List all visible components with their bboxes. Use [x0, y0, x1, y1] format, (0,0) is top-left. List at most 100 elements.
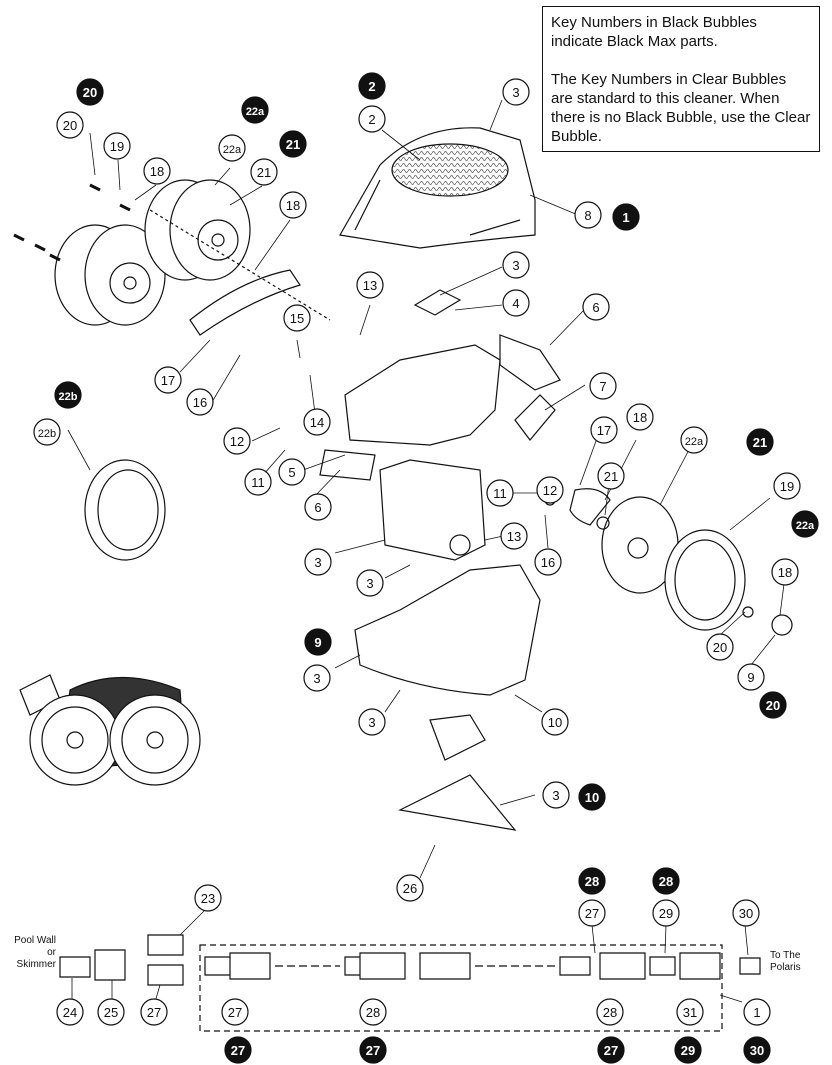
bubble-label: 3 [512, 258, 519, 273]
clear-bubble-2: 18 [143, 157, 171, 185]
bubble-label: 10 [585, 790, 599, 805]
black-bubble-0: 20 [76, 78, 104, 106]
bubble-label: 1 [622, 210, 629, 225]
bubble-label: 27 [228, 1005, 242, 1020]
clear-bubble-40: 3 [542, 781, 570, 809]
clear-bubble-22: 7 [589, 372, 617, 400]
left-wheels [13, 179, 331, 336]
black-bubble-16: 29 [674, 1036, 702, 1064]
black-bubble-12: 28 [652, 867, 680, 895]
clear-bubble-5: 18 [279, 191, 307, 219]
clear-bubble-38: 3 [358, 708, 386, 736]
bubble-label: 18 [778, 565, 792, 580]
clear-bubble-43: 24 [56, 998, 84, 1026]
bubble-label: 3 [512, 85, 519, 100]
bubble-label: 27 [585, 906, 599, 921]
clear-bubble-7: 17 [154, 366, 182, 394]
clear-bubble-3: 22a [218, 134, 246, 162]
clear-bubble-39: 10 [541, 708, 569, 736]
clear-bubble-18: 6 [582, 293, 610, 321]
clear-bubble-27: 11 [486, 479, 514, 507]
bubble-label: 23 [201, 891, 215, 906]
pool-wall-label: Pool Wall or Skimmer [14, 935, 56, 970]
black-bubble-5: 1 [612, 203, 640, 231]
bubble-label: 27 [147, 1005, 161, 1020]
bubble-label: 7 [599, 379, 606, 394]
clear-bubble-51: 31 [676, 998, 704, 1026]
bubble-label: 18 [633, 410, 647, 425]
top-shell [339, 127, 536, 249]
black-bubble-15: 27 [597, 1036, 625, 1064]
bubble-label: 5 [288, 465, 295, 480]
clear-bubble-11: 14 [303, 408, 331, 436]
clear-bubble-42: 23 [194, 884, 222, 912]
to-polaris-label: To The Polaris [770, 950, 801, 973]
bubble-label: 3 [366, 576, 373, 591]
hose-assembly [59, 934, 761, 1032]
bubble-label: 27 [604, 1043, 618, 1058]
bubble-label: 17 [597, 423, 611, 438]
bubble-label: 26 [403, 881, 417, 896]
clear-bubble-36: 9 [737, 663, 765, 691]
clear-bubble-15: 3 [502, 78, 530, 106]
clear-bubble-25: 13 [500, 522, 528, 550]
bubble-label: 30 [750, 1043, 764, 1058]
black-bubble-10: 10 [578, 783, 606, 811]
clear-bubble-12: 15 [283, 304, 311, 332]
bubble-label: 13 [507, 529, 521, 544]
clear-bubble-13: 13 [356, 271, 384, 299]
clear-bubble-37: 3 [303, 664, 331, 692]
black-bubble-3: 22b [54, 381, 82, 409]
clear-bubble-10: 11 [244, 468, 272, 496]
bubble-label: 1 [753, 1005, 760, 1020]
bubble-label: 22b [59, 391, 78, 403]
clear-bubble-30: 18 [626, 403, 654, 431]
clear-bubble-52: 30 [732, 899, 760, 927]
clear-bubble-21: 8 [574, 201, 602, 229]
bubble-label: 14 [310, 415, 324, 430]
clear-bubble-17: 4 [502, 289, 530, 317]
bubble-label: 16 [193, 395, 207, 410]
bubble-label: 9 [747, 670, 754, 685]
bubble-label: 11 [493, 486, 507, 501]
bubble-label: 31 [683, 1005, 697, 1020]
clear-bubble-33: 19 [773, 472, 801, 500]
right-wheel [544, 488, 793, 636]
bubble-label: 20 [713, 640, 727, 655]
black-bubble-6: 21 [746, 428, 774, 456]
clear-bubble-4: 21 [250, 158, 278, 186]
bubble-label: 24 [63, 1005, 77, 1020]
clear-bubble-41: 26 [396, 874, 424, 902]
clear-bubble-14: 2 [358, 105, 386, 133]
black-bubble-17: 30 [743, 1036, 771, 1064]
black-bubble-8: 20 [759, 691, 787, 719]
bubble-label: 29 [659, 906, 673, 921]
clear-bubble-6: 22b [33, 418, 61, 446]
clear-bubble-26: 12 [536, 476, 564, 504]
bubble-label: 21 [753, 435, 767, 450]
bubble-label: 29 [681, 1043, 695, 1058]
bubble-label: 16 [541, 555, 555, 570]
bubble-label: 27 [231, 1043, 245, 1058]
clear-bubble-23: 3 [304, 548, 332, 576]
bubble-label: 20 [63, 118, 77, 133]
bubble-label: 9 [314, 635, 321, 650]
bubble-label: 19 [780, 479, 794, 494]
bubble-label: 3 [314, 555, 321, 570]
bubble-label: 18 [286, 198, 300, 213]
bottom-cover [354, 564, 541, 831]
black-bubble-1: 22a [241, 96, 269, 124]
bubble-label: 4 [512, 296, 519, 311]
bubble-label: 15 [290, 311, 304, 326]
clear-bubble-35: 20 [706, 633, 734, 661]
bubble-label: 21 [604, 469, 618, 484]
bubble-label: 22a [246, 106, 265, 118]
clear-bubble-20: 6 [304, 493, 332, 521]
legend-box: Key Numbers in Black Bubbles indicate Bl… [542, 6, 820, 152]
black-bubble-7: 22a [791, 510, 819, 538]
clear-bubble-49: 28 [596, 998, 624, 1026]
bubble-label: 17 [161, 373, 175, 388]
